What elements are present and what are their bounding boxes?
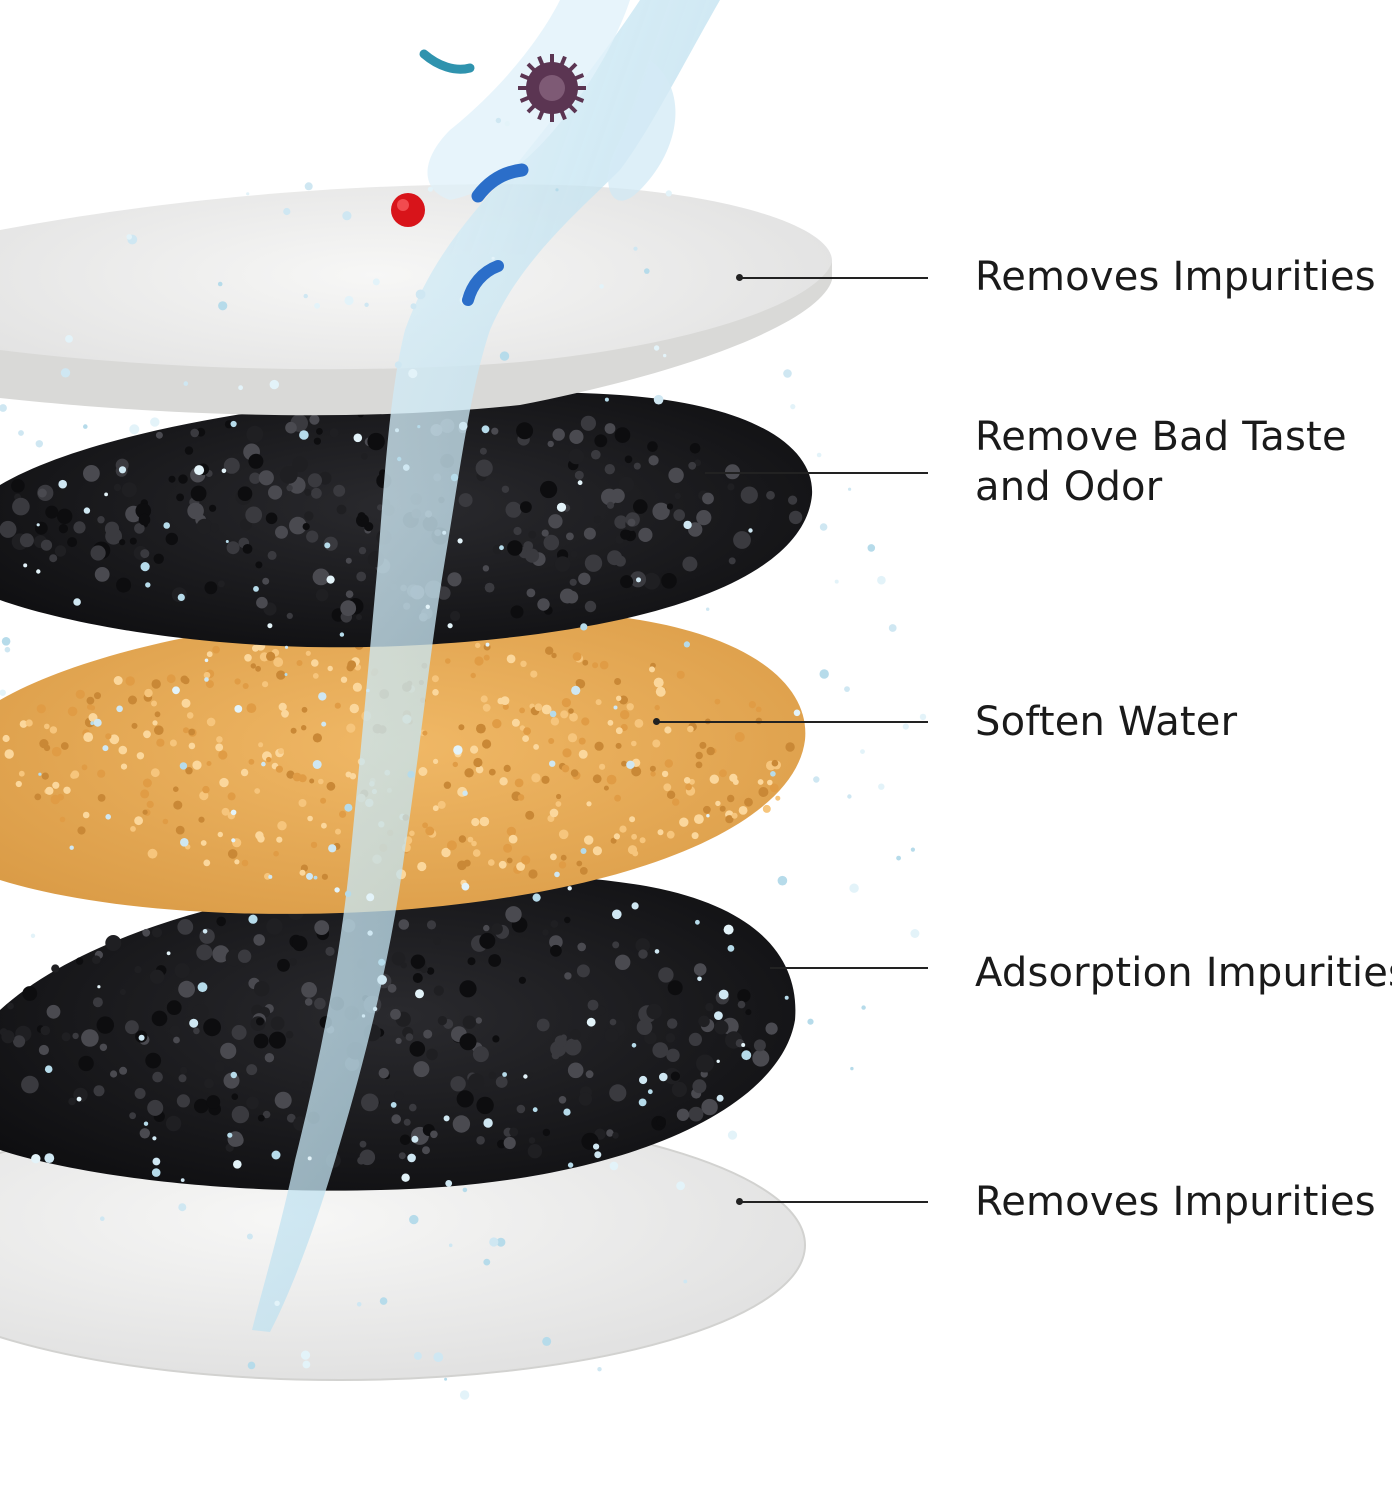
virus-purple-icon [518, 54, 586, 122]
leader-line-4 [770, 967, 928, 969]
layer-label-removes-impurities-bottom: Removes Impurities [975, 1177, 1376, 1227]
contaminants [391, 49, 586, 306]
leader-dot-3 [653, 718, 660, 725]
layer-label-line: Removes Impurities [975, 1179, 1376, 1225]
bacteria-red-icon [391, 193, 425, 227]
leader-line-5 [740, 1201, 928, 1203]
layer-label-adsorption-impurities: Adsorption Impurities [975, 948, 1392, 998]
layer-label-line: Removes Impurities [975, 254, 1376, 300]
layer-label-line: Remove Bad Taste [975, 414, 1347, 460]
layer-label-remove-bad-taste: Remove Bad Taste and Odor [975, 412, 1347, 512]
cotton-pad-top [0, 184, 833, 416]
layer-label-removes-impurities-top: Removes Impurities [975, 252, 1376, 302]
leader-dot-1 [736, 274, 743, 281]
layer-label-line: Adsorption Impurities [975, 950, 1392, 996]
leader-dot-5 [736, 1198, 743, 1205]
bacteria-blue-icon-2 [462, 260, 504, 306]
layer-label-soften-water: Soften Water [975, 697, 1237, 747]
water-stream [252, 0, 720, 1332]
layer-label-line: and Odor [975, 464, 1163, 510]
leader-line-3 [657, 721, 928, 723]
layer-label-line: Soften Water [975, 699, 1238, 745]
water-droplets [0, 117, 927, 1400]
leader-line-1 [740, 277, 928, 279]
bacteria-teal-icon [419, 49, 475, 74]
carbon-layer-lower [0, 873, 796, 1191]
leader-line-2 [705, 472, 928, 474]
bacteria-blue-icon-1 [471, 163, 529, 203]
